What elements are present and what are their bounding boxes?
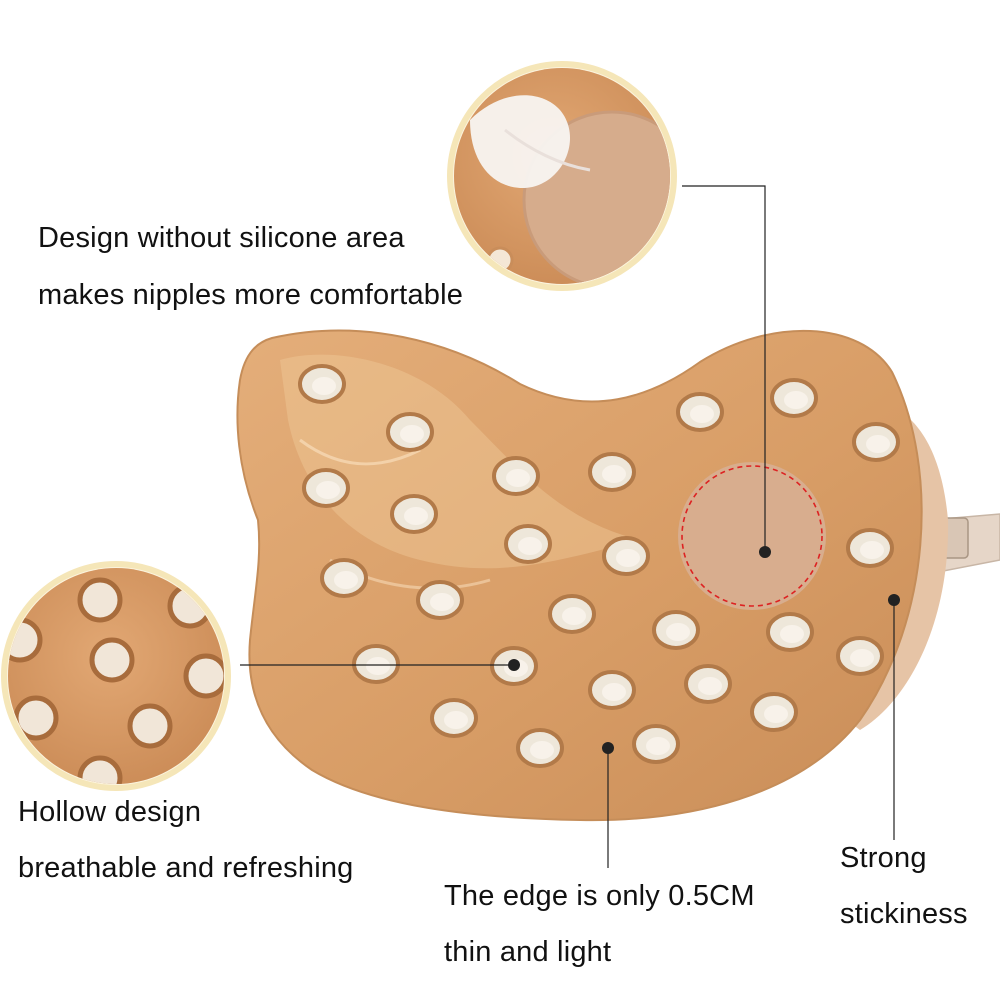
cup-hole-inner — [334, 571, 358, 589]
zoom-left — [1, 561, 231, 791]
cup-hole-inner — [866, 435, 890, 453]
cup-hole-inner — [780, 625, 804, 643]
zoom-hole — [89, 637, 135, 683]
cup-gloss — [280, 354, 640, 569]
cup-hole-inner — [646, 737, 670, 755]
cup-hole-inner — [518, 537, 542, 555]
callout-lines — [240, 185, 895, 868]
caption-silicone-free-line-1: Design without silicone area — [38, 222, 405, 254]
cup-hole-inner — [860, 541, 884, 559]
cup-hole-inner — [602, 683, 626, 701]
cup-hole-inner — [404, 507, 428, 525]
zoom-hole — [77, 577, 123, 623]
zoom-top — [447, 61, 677, 291]
caption-stickiness-line-1: Strong — [840, 842, 927, 874]
cup-hole-inner — [506, 469, 530, 487]
cup-hole-inner — [666, 623, 690, 641]
cup-hole-inner — [562, 607, 586, 625]
cup-hole-inner — [690, 405, 714, 423]
cup-hole-inner — [316, 481, 340, 499]
silicone-free-pad-outline — [681, 465, 823, 607]
cup-hole-inner — [444, 711, 468, 729]
caption-stickiness-line-2: stickiness — [840, 898, 968, 930]
zoom-hole — [183, 653, 224, 699]
cup-body — [236, 329, 923, 822]
cup-hole-inner — [312, 377, 336, 395]
cup-hole-inner — [698, 677, 722, 695]
zoom-hole — [127, 703, 173, 749]
cup-hole-inner — [616, 549, 640, 567]
cup-hole-inner — [366, 657, 390, 675]
cup-hole-inner — [784, 391, 808, 409]
cup-gloss-2 — [299, 438, 421, 466]
silicone-free-pad — [678, 462, 826, 610]
cup-hole-inner — [764, 705, 788, 723]
caption-edge-line-1: The edge is only 0.5CM — [444, 880, 755, 912]
callout-dots — [508, 546, 900, 754]
cup-hole-inner — [430, 593, 454, 611]
cup-hole-inner — [530, 741, 554, 759]
cup-hole-inner — [400, 425, 424, 443]
caption-silicone-free-line-2: makes nipples more comfortable — [38, 279, 464, 311]
cup-hole-inner — [850, 649, 874, 667]
cup-hole-inner — [602, 465, 626, 483]
zoom-hole — [77, 755, 123, 784]
caption-hollow-line-2: breathable and refreshing — [18, 852, 354, 884]
caption-hollow-line-1: Hollow design — [18, 796, 202, 828]
caption-edge-line-2: thin and light — [444, 936, 612, 968]
